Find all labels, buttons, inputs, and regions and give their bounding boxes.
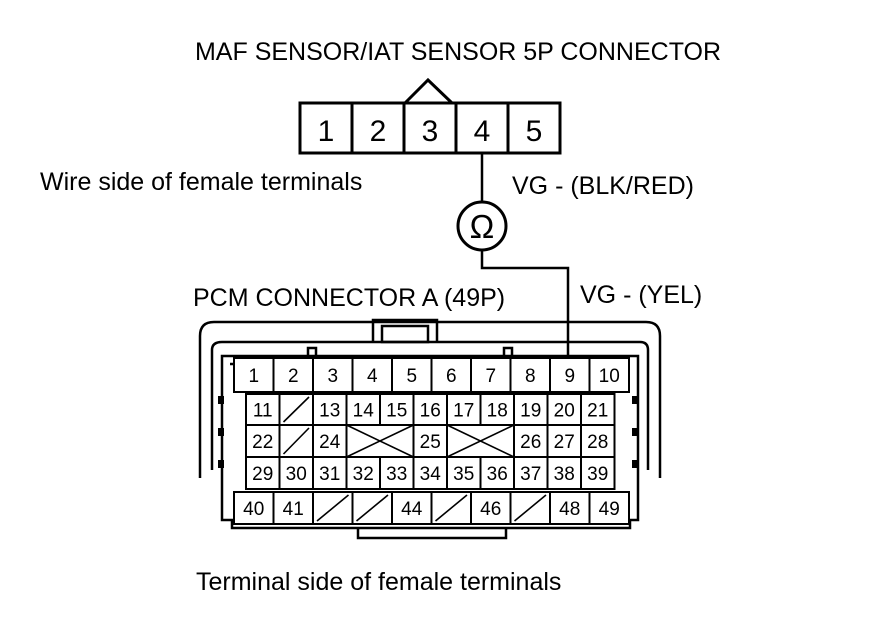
pcm-terminal-label: 10: [599, 366, 620, 387]
maf-terminal-2: 2: [370, 115, 387, 148]
pcm-terminal-cell: [391, 491, 433, 525]
pcm-terminal-label: 7: [485, 366, 496, 387]
pcm-terminal-label: 14: [353, 401, 375, 422]
pcm-terminal-label: 6: [446, 366, 457, 387]
pcm-blocked-cavity-cross: [446, 424, 515, 458]
pcm-terminal-label: 20: [554, 401, 575, 422]
pcm-terminal-label: 25: [420, 432, 441, 453]
maf-terminal-1: 1: [318, 115, 335, 148]
pcm-terminal-label: 37: [520, 464, 541, 485]
maf-terminal-3: 3: [422, 115, 439, 148]
pcm-terminal-cell: [245, 424, 281, 458]
pcm-terminal-label: 2: [288, 366, 299, 387]
pcm-connector-caption: Terminal side of female terminals: [196, 568, 561, 596]
test-wires: [480, 153, 570, 366]
pcm-terminal-label: 28: [587, 432, 608, 453]
maf-connector-title: MAF SENSOR/IAT SENSOR 5P CONNECTOR: [195, 38, 721, 66]
pcm-terminal-label: 26: [520, 432, 541, 453]
maf-terminal-labels: 1 2 3 4 5: [318, 115, 543, 148]
pcm-terminal-label: 19: [520, 401, 541, 422]
pcm-terminal-cell: [412, 424, 448, 458]
pcm-terminal-cell: [580, 456, 616, 490]
pcm-terminal-label: 35: [453, 464, 474, 485]
pcm-terminal-label: 46: [480, 499, 501, 520]
pcm-blocked-cavity-cross: [346, 424, 414, 458]
pcm-terminal-cell: [233, 357, 275, 393]
pcm-terminal-label: 18: [487, 401, 508, 422]
maf-connector: [298, 77, 562, 155]
pcm-empty-cavity-slash: [513, 494, 547, 522]
pcm-terminal-label: 11: [253, 401, 273, 422]
pcm-terminal-label: 36: [487, 464, 508, 485]
pcm-wire-label: VG - (YEL): [580, 281, 702, 309]
ohmmeter-icon: Ω: [456, 200, 508, 252]
pcm-terminal-cell: [588, 491, 630, 525]
pcm-terminal-label: 17: [453, 401, 474, 422]
pcm-terminal-label: 8: [525, 366, 536, 387]
pcm-terminal-label: 3: [327, 366, 338, 387]
pcm-terminal-label: 24: [319, 432, 341, 453]
pcm-terminal-label: 13: [319, 401, 340, 422]
pcm-terminal-cell: [312, 357, 354, 393]
ohmmeter-symbol: Ω: [470, 208, 495, 245]
pcm-terminal-cell: [233, 491, 275, 525]
pcm-terminal-cell: [479, 393, 515, 426]
pcm-empty-cavity-slash: [282, 396, 310, 423]
pcm-terminal-cell: [379, 456, 415, 490]
pcm-terminal-label: 40: [243, 499, 264, 520]
pcm-terminal-cell: [549, 357, 591, 393]
pcm-terminal-label: 21: [587, 401, 608, 422]
pcm-empty-cavity-slash: [282, 427, 310, 455]
pcm-terminal-label: 1: [248, 366, 259, 387]
pcm-terminal-cell: [391, 357, 433, 393]
pcm-terminal-cell: [546, 456, 582, 490]
pcm-terminal-cell: [351, 357, 393, 393]
pcm-empty-cavity-slash: [316, 494, 350, 522]
pcm-terminal-label: 31: [319, 464, 340, 485]
pcm-empty-cavity-slash: [434, 494, 468, 522]
pcm-terminal-label: 5: [406, 366, 417, 387]
pcm-side-keys: [218, 396, 638, 468]
maf-terminal-5: 5: [526, 115, 543, 148]
pcm-terminal-label: 39: [587, 464, 608, 485]
pcm-terminal-label: 49: [599, 499, 620, 520]
pcm-terminal-label: 16: [420, 401, 441, 422]
pcm-terminal-cell: [588, 357, 630, 393]
pcm-terminal-label: 29: [252, 464, 273, 485]
pcm-terminal-cell: [513, 393, 549, 426]
pcm-terminal-cell: [345, 393, 381, 426]
pcm-terminal-cell: [412, 456, 448, 490]
pcm-terminal-label: 27: [554, 432, 575, 453]
pcm-terminal-label: 4: [367, 366, 378, 387]
maf-connector-subtitle: Wire side of female terminals: [40, 168, 362, 196]
maf-terminal-4: 4: [474, 115, 491, 148]
pcm-terminal-label: 33: [386, 464, 407, 485]
pcm-terminal-cell: [549, 491, 591, 525]
pcm-connector-housing: [198, 318, 662, 540]
pcm-terminal-label: 48: [559, 499, 580, 520]
pcm-terminal-label: 34: [420, 464, 442, 485]
pcm-terminal-cell: [272, 357, 314, 393]
maf-wire-label: VG - (BLK/RED): [512, 172, 694, 200]
pcm-terminal-label: 9: [564, 366, 575, 387]
pcm-empty-cavity-slash: [355, 494, 389, 522]
pcm-terminal-label: 32: [353, 464, 374, 485]
pcm-terminal-cell: [430, 357, 472, 393]
pcm-terminal-label: 41: [283, 499, 304, 520]
pcm-terminal-cell: [412, 393, 448, 426]
pcm-terminal-label: 30: [286, 464, 307, 485]
pcm-terminal-cell: [245, 456, 281, 490]
pcm-terminal-label: 44: [401, 499, 423, 520]
pcm-terminal-label: 15: [386, 401, 407, 422]
pcm-terminal-cell: [580, 424, 616, 458]
pcm-terminal-label: 22: [252, 432, 273, 453]
pcm-terminal-label: 38: [554, 464, 575, 485]
pcm-connector-title: PCM CONNECTOR A (49P): [193, 284, 505, 312]
